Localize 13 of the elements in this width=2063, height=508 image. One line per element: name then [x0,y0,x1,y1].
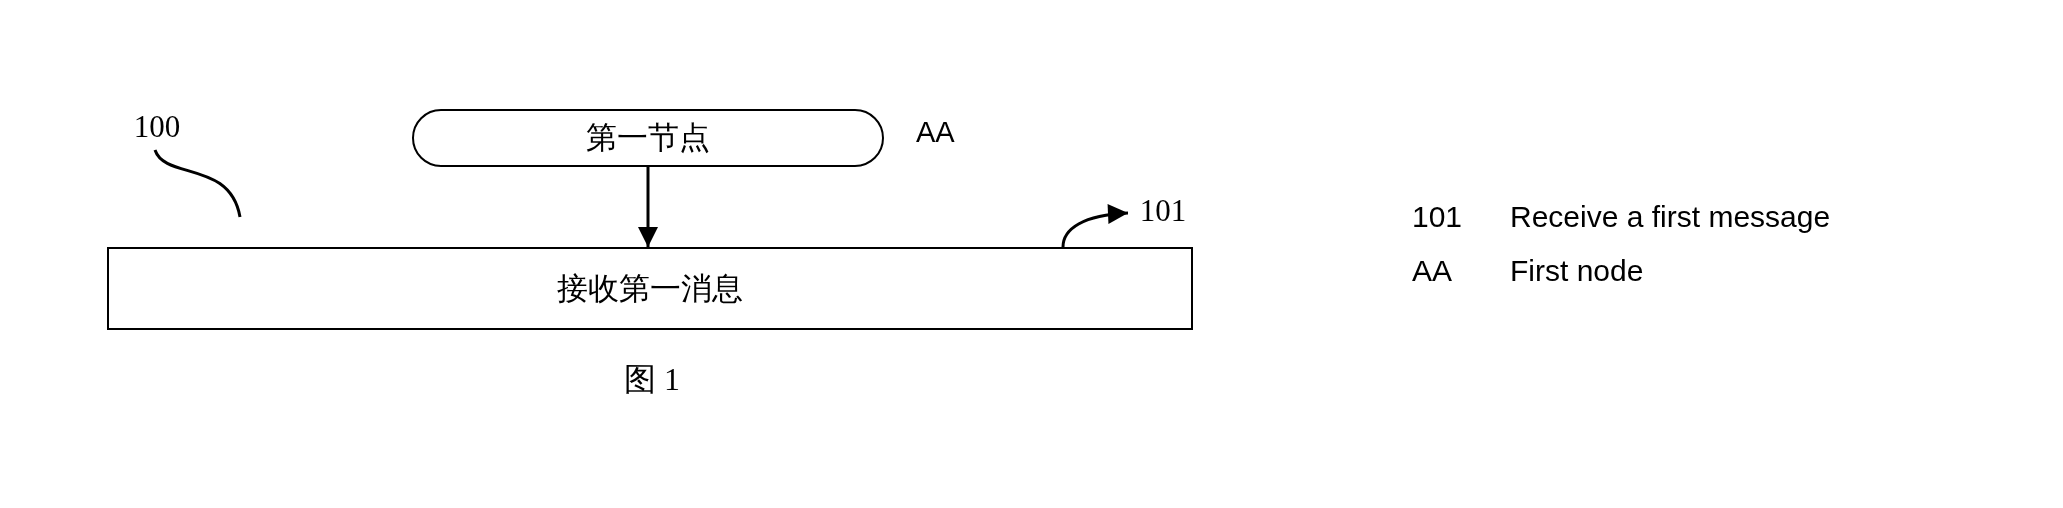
reference-numeral: 101 [1130,194,1196,228]
figure-caption: 图 1 [624,360,680,399]
key-description: First node [1510,254,1644,288]
reference-label: AA [1412,254,1453,288]
process-terminal: 第一节点 [412,109,884,167]
reference-label: AA [916,116,955,149]
leader-arrow [1061,204,1129,248]
reference-numeral: 101 [1412,200,1463,234]
reference-numeral: 100 [124,110,190,144]
key-description: Receive a first message [1510,200,1831,234]
arrow [638,167,658,247]
leader-line [153,149,242,218]
process-box: 接收第一消息 [107,247,1193,330]
